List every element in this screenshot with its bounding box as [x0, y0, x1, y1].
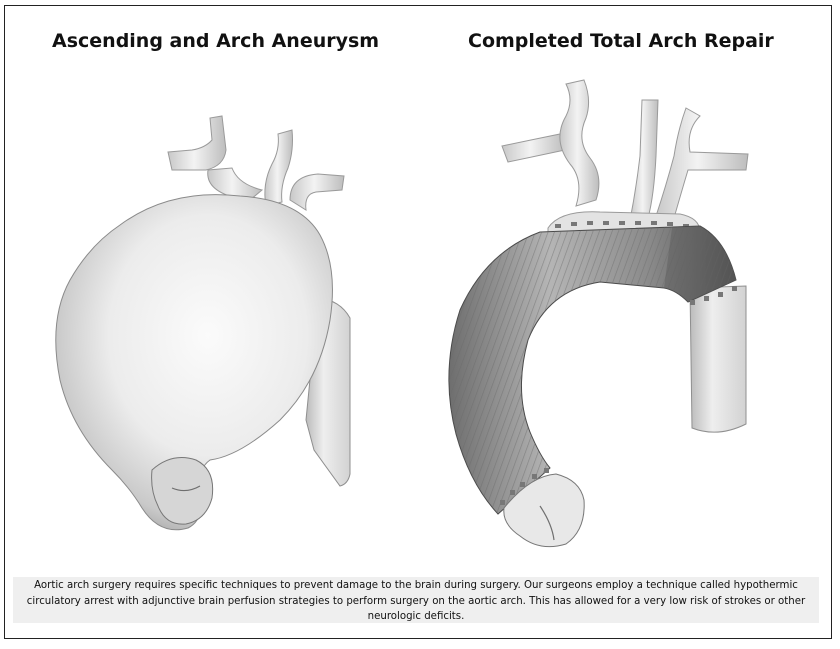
repair-branch-vessel	[629, 99, 659, 221]
repair-branch-vessel	[655, 107, 749, 219]
aneurysm-panel-title: Ascending and Arch Aneurysm	[52, 30, 380, 52]
aneurysm-branch-vessel	[167, 115, 227, 171]
aneurysm-illustration	[55, 115, 351, 531]
repair-panel-title: Completed Total Arch Repair	[468, 30, 774, 52]
figure-caption: Aortic arch surgery requires specific te…	[13, 577, 819, 623]
aneurysm-branch-vessel	[289, 173, 345, 211]
aneurysm-branch-vessel	[207, 167, 264, 201]
suture-line	[500, 286, 737, 505]
repair-branch-vessel	[559, 79, 600, 207]
repair-aortic-root	[503, 473, 585, 548]
repair-descending-aorta	[689, 285, 747, 433]
suture-line	[555, 221, 689, 228]
repair-illustration	[448, 79, 749, 548]
repair-branch-vessel	[501, 133, 566, 163]
aneurysm-branch-vessel	[264, 129, 293, 207]
